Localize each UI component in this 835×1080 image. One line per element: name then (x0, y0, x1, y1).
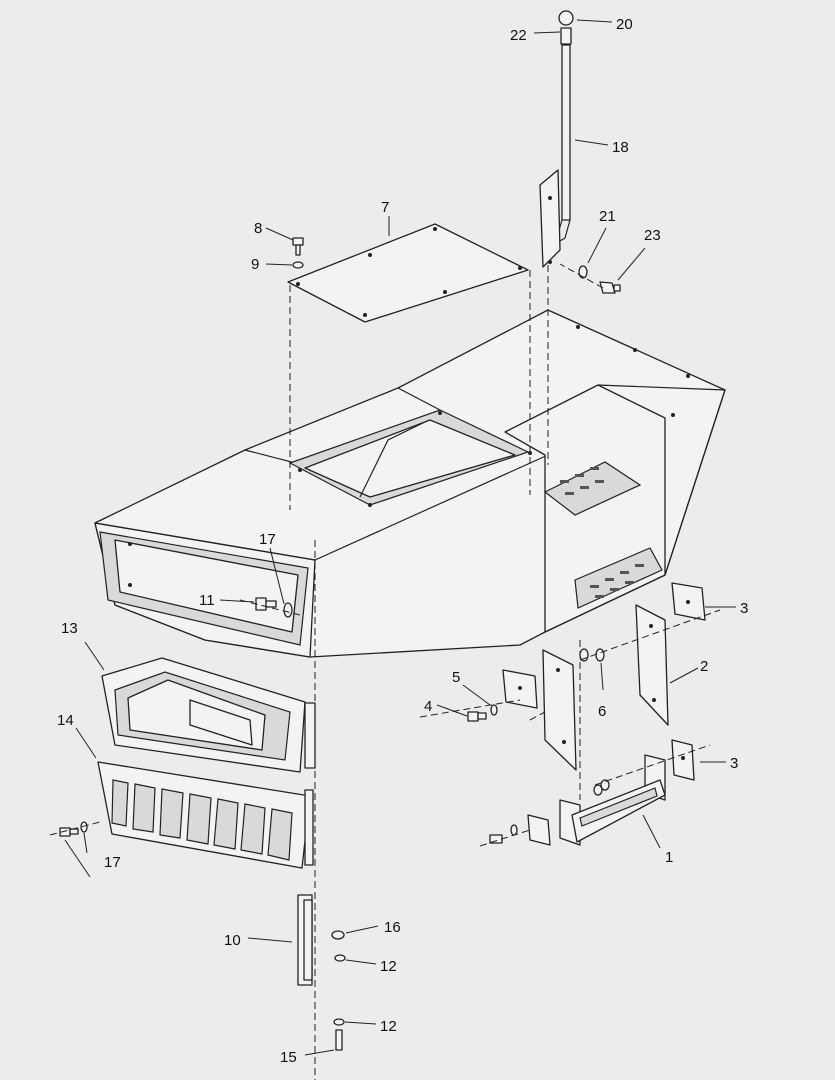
screw-8 (292, 237, 304, 269)
callout-17-lower: 17 (104, 854, 121, 871)
callout-4: 4 (424, 698, 432, 715)
side-panel-13 (101, 657, 316, 773)
callout-1: 1 (665, 849, 673, 866)
callout-14: 14 (57, 712, 74, 729)
callout-21: 23 (644, 227, 661, 244)
callout-9: 9 (251, 256, 259, 273)
bracket-2 (542, 604, 669, 771)
callout-12-upper: 12 (380, 958, 397, 975)
callout-10: 10 (224, 932, 241, 949)
step-1 (489, 754, 666, 846)
bolt-11 (255, 597, 293, 618)
hinge-10 (297, 894, 346, 1051)
assembly-lines (49, 263, 721, 1080)
callout-7: 7 (381, 199, 389, 216)
callout-5: 5 (452, 669, 460, 686)
washer-20 (578, 265, 588, 279)
callout-2: 2 (700, 658, 708, 675)
bolt-23 (59, 821, 88, 837)
callout-13: 13 (61, 620, 78, 637)
plate-3 (502, 582, 706, 781)
callout-8: 8 (254, 220, 262, 237)
leader-lines (64, 19, 736, 1056)
callout-3-lower: 3 (730, 755, 738, 772)
callout-12-lower: 12 (380, 1018, 397, 1035)
callout-19: 20 (616, 16, 633, 33)
callout-17-upper: 17 (259, 531, 276, 548)
grille-14 (97, 761, 314, 869)
bolt-21 (599, 281, 621, 294)
callout-15: 15 (280, 1049, 297, 1066)
callout-11: 11 (199, 592, 215, 609)
hood-body (94, 309, 726, 658)
callout-22: 22 (510, 27, 527, 44)
callout-6: 6 (598, 703, 606, 720)
callout-20: 21 (599, 208, 616, 225)
callout-18: 18 (612, 139, 629, 156)
rod-assembly (539, 10, 574, 268)
callout-labels: 20 22 18 7 8 9 21 23 17 11 13 14 17 10 1… (57, 16, 748, 1066)
callout-16: 16 (384, 919, 401, 936)
callout-3-upper: 3 (740, 600, 748, 617)
top-cover-plate (287, 223, 529, 323)
